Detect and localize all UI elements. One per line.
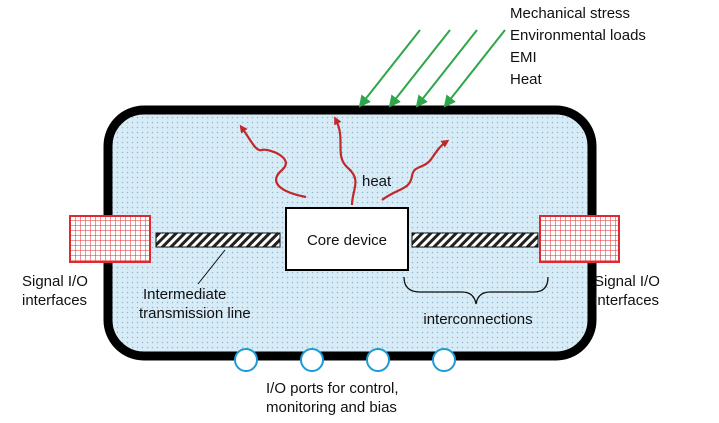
core-device-box	[285, 207, 409, 271]
signal-io-label-left: interfaces	[22, 292, 87, 309]
core-device-label: Core device	[307, 232, 387, 249]
stress-label: Heat	[510, 71, 543, 88]
interconnections-label: interconnections	[423, 311, 532, 328]
stress-arrow	[358, 29, 421, 108]
signal-io-interface-left	[69, 215, 151, 263]
io-ports	[234, 348, 456, 372]
transmission-line-label: transmission line	[139, 305, 251, 322]
signal-io-label-right: interfaces	[594, 292, 659, 309]
transmission-line-left	[155, 232, 281, 248]
heat-arrows	[239, 116, 450, 206]
io-port	[234, 348, 258, 372]
stress-label: Mechanical stress	[510, 5, 630, 22]
io-ports-label: monitoring and bias	[266, 399, 397, 416]
transmission-line-label: Intermediate	[143, 286, 226, 303]
heat-label: heat	[362, 173, 392, 190]
signal-io-label-left: Signal I/O	[22, 273, 88, 290]
stress-arrow	[415, 29, 478, 108]
stress-label: EMI	[510, 49, 537, 66]
stress-label: Environmental loads	[510, 27, 646, 44]
stress-arrow	[388, 29, 451, 108]
io-port	[432, 348, 456, 372]
heat-arrow	[239, 124, 307, 199]
transmission-line-pointer	[197, 249, 226, 285]
io-port	[366, 348, 390, 372]
signal-io-label-right: Signal I/O	[594, 273, 660, 290]
stress-arrow	[443, 29, 506, 108]
interconnections-brace	[403, 276, 549, 305]
heat-arrow	[334, 116, 357, 206]
io-ports-label: I/O ports for control,	[266, 380, 399, 397]
signal-io-interface-right	[539, 215, 620, 263]
io-port	[300, 348, 324, 372]
transmission-line-right	[411, 232, 539, 248]
stress-arrows	[358, 29, 506, 108]
heat-arrow	[381, 139, 450, 201]
